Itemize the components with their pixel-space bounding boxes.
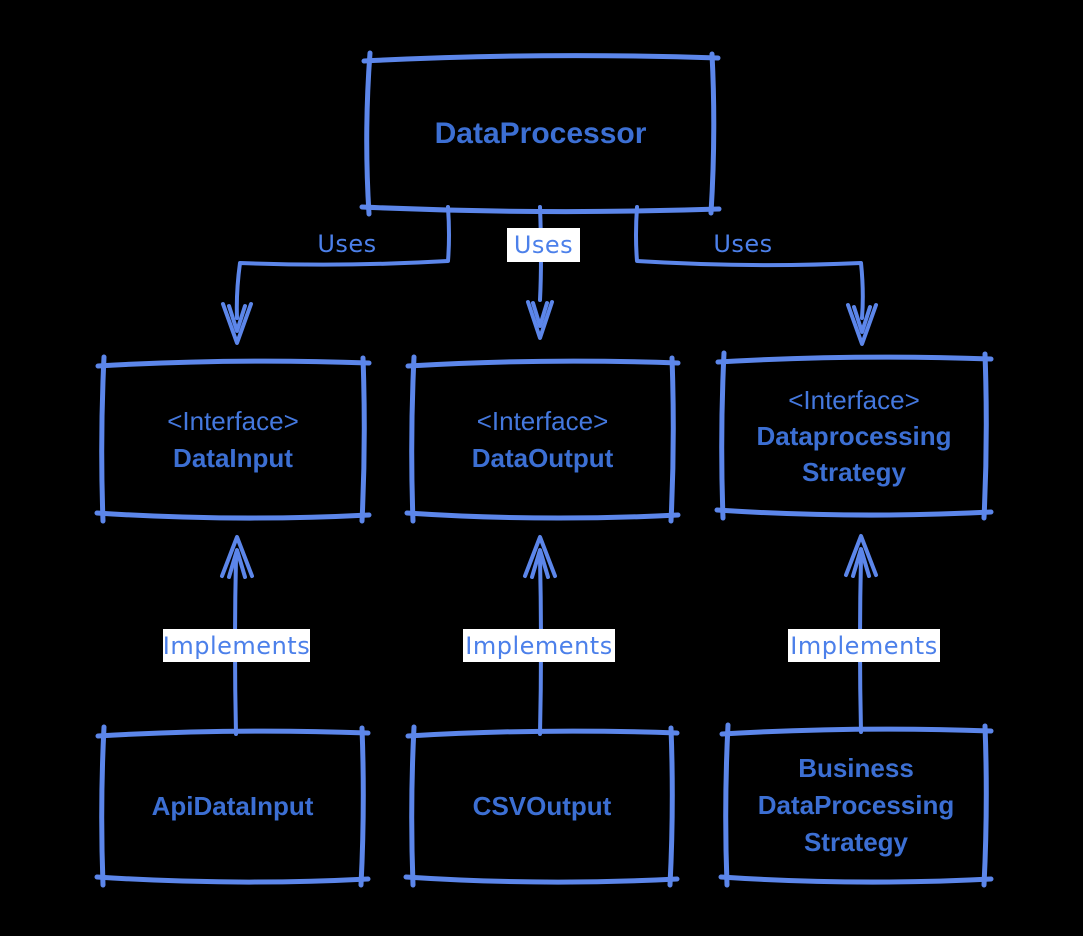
node-interface-dataoutput: <Interface> DataOutput	[412, 362, 673, 517]
arrowhead-up-icon	[220, 535, 254, 578]
node-business-strategy: Business DataProcessing Strategy	[726, 730, 986, 881]
node-interface-datainput: <Interface> DataInput	[102, 362, 364, 517]
interface-datainput-box	[94, 354, 372, 524]
business-strategy-box	[718, 722, 994, 888]
uses-arrow-left	[221, 205, 451, 345]
arrowhead-up-icon	[844, 534, 878, 577]
node-title-line2: DataProcessing	[757, 790, 955, 820]
apidatainput-box	[94, 724, 371, 888]
node-stereotype: <Interface>	[788, 385, 920, 415]
arrowhead-up-icon	[523, 535, 557, 578]
node-title: ApiDataInput	[151, 791, 314, 821]
arrowhead-down-icon	[526, 300, 554, 340]
node-csvoutput: CSVOutput	[412, 732, 672, 881]
interface-strategy-box	[714, 350, 994, 521]
implements-label-right: Implements	[788, 629, 940, 662]
node-title: DataInput	[173, 442, 293, 473]
uses-arrow-right	[634, 205, 878, 346]
node-title-line2: Strategy	[801, 457, 907, 487]
arrowhead-down-icon	[221, 302, 253, 345]
node-stereotype: <Interface>	[476, 405, 609, 436]
node-title: DataProcessor	[434, 117, 647, 150]
node-title-line1: Dataprocessing	[756, 421, 952, 451]
node-title: CSVOutput	[472, 791, 612, 821]
node-stereotype: <Interface>	[167, 405, 299, 436]
node-apidatainput: ApiDataInput	[102, 732, 363, 881]
uses-label-left: Uses	[317, 230, 377, 258]
node-title: DataOutput	[471, 442, 614, 473]
node-title-line3: Strategy	[803, 827, 909, 857]
implements-label-middle: Implements	[463, 629, 615, 662]
uses-label-right: Uses	[713, 230, 773, 258]
arrowhead-down-icon	[846, 303, 878, 346]
implements-label-left: Implements	[163, 629, 310, 662]
node-title-line1: Business	[798, 753, 914, 783]
node-dataprocessor: DataProcessor	[368, 57, 713, 210]
node-interface-strategy: <Interface> Dataprocessing Strategy	[722, 358, 986, 514]
interface-dataoutput-box	[404, 354, 681, 524]
uses-arrow-middle	[526, 205, 554, 340]
uses-label-middle: Uses	[507, 228, 580, 262]
